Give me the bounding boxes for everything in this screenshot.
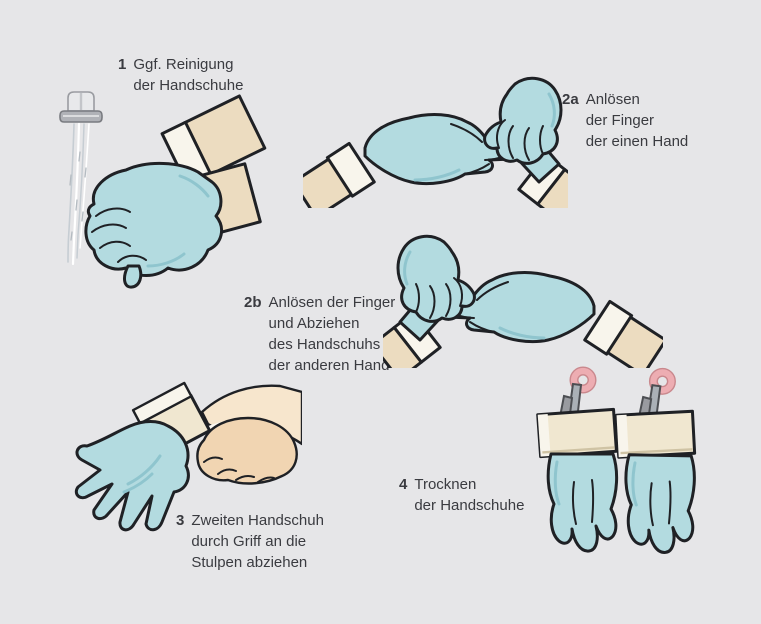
upper-arm-cuff bbox=[160, 94, 267, 188]
clasped-gloved-hands bbox=[84, 161, 224, 289]
illustration-washing-gloves bbox=[59, 91, 267, 289]
gloved-open-hand bbox=[74, 420, 190, 532]
thumb bbox=[123, 264, 143, 289]
hanger-ring-icon bbox=[570, 367, 596, 393]
water-stream bbox=[67, 122, 90, 266]
illustration-gloves-drying bbox=[536, 362, 716, 574]
step-2b-number: 2b bbox=[244, 294, 262, 311]
bare-fist bbox=[196, 416, 298, 485]
pinching-gloved-hand bbox=[483, 76, 563, 165]
illustration-pulling-glove-by-cuff bbox=[74, 381, 302, 532]
illustration-loosening-fingers-2b bbox=[383, 234, 663, 368]
glove-body bbox=[546, 452, 619, 553]
step-4-number: 4 bbox=[399, 476, 408, 493]
step-1-number: 1 bbox=[118, 56, 127, 73]
left-arm-cuff bbox=[303, 141, 376, 208]
illustration-loosening-fingers-2a bbox=[303, 76, 568, 208]
step-2a-number: 2a bbox=[562, 91, 579, 108]
hanging-glove bbox=[536, 366, 619, 553]
folded-cuff bbox=[536, 407, 618, 459]
water-tap-icon bbox=[59, 91, 103, 123]
step-3-number: 3 bbox=[176, 512, 185, 529]
